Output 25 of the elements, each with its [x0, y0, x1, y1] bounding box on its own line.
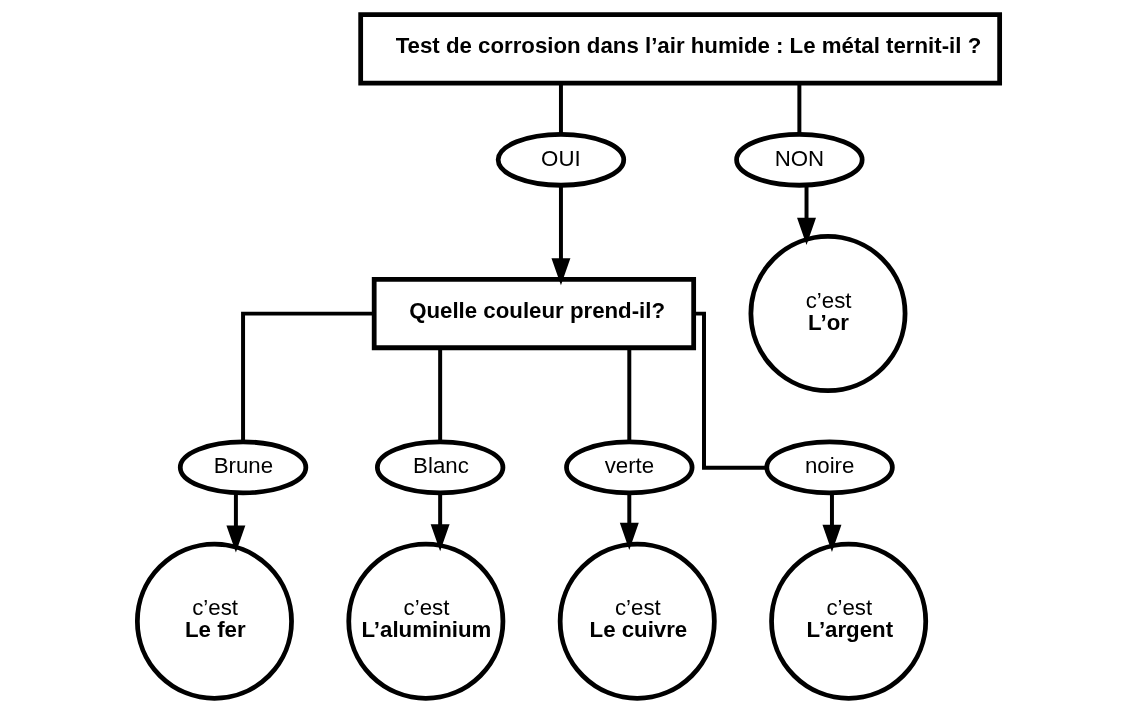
node-circle: c’est L’aluminium	[345, 541, 505, 701]
connector	[240, 311, 374, 442]
connector	[437, 348, 442, 442]
connector	[626, 348, 631, 442]
node-circle: c’est L’or	[748, 234, 907, 394]
node-circle: c’est Le cuivre	[557, 541, 717, 701]
arrow	[430, 493, 450, 552]
arrow	[550, 185, 570, 286]
node-ellipse: OUI	[495, 131, 626, 188]
node-circle: c’est Le fer	[134, 541, 294, 701]
node-ellipse: NON	[733, 131, 865, 188]
arrow	[796, 185, 816, 245]
arrow	[619, 493, 639, 550]
connector	[796, 83, 801, 134]
node-ellipse: verte	[563, 439, 694, 496]
node-box: Test de corrosion dans l’air humide : Le métal ternit-il ?	[357, 12, 1002, 86]
node-ellipse: Brune	[177, 439, 308, 496]
connector	[693, 311, 767, 470]
connector	[558, 83, 563, 134]
node-circle: c’est L’argent	[768, 541, 928, 701]
node-ellipse: Blanc	[374, 439, 505, 496]
node-ellipse: noire	[763, 439, 895, 496]
arrow	[225, 493, 245, 553]
node-box: Quelle couleur prend-il?	[371, 277, 696, 351]
arrow	[822, 493, 841, 552]
